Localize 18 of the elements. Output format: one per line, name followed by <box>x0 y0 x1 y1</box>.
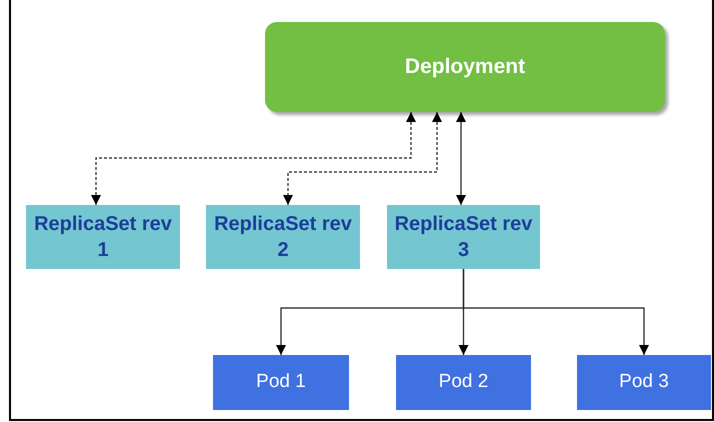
arrow <box>462 269 649 355</box>
replicaset-box <box>387 205 540 269</box>
arrow <box>456 112 466 205</box>
arrow <box>91 112 416 205</box>
replicaset-box <box>206 205 360 269</box>
node-label: Deployment <box>404 54 526 80</box>
node-label: ReplicaSet rev 3 <box>394 212 534 263</box>
node-label: ReplicaSet rev 2 <box>213 212 353 263</box>
replicaset-box <box>26 205 180 269</box>
node-label: Pod 3 <box>619 370 669 394</box>
pod-box <box>577 355 711 410</box>
node-label: Pod 1 <box>256 370 306 394</box>
deployment-box <box>265 22 665 112</box>
node-label: Pod 2 <box>438 370 488 394</box>
node-label: ReplicaSet rev 1 <box>33 212 173 263</box>
pod-box <box>213 355 349 410</box>
pod-box <box>396 355 531 410</box>
arrow <box>283 112 442 205</box>
